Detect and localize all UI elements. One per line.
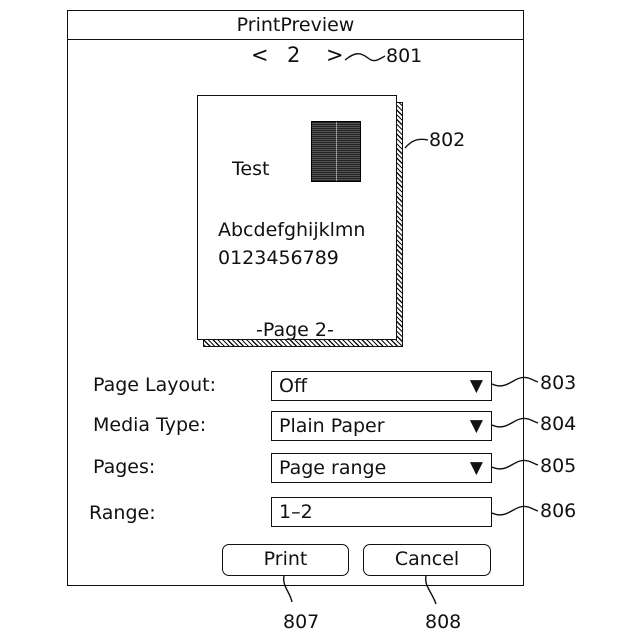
reference-numeral: 806: [540, 500, 576, 522]
preview-page-footer: -Page 2-: [256, 319, 334, 341]
page-layout-value: Off: [279, 375, 307, 397]
dropdown-arrow-icon: ▼: [470, 377, 483, 395]
reference-numeral: 801: [386, 45, 422, 67]
previous-page-button[interactable]: <: [251, 43, 269, 67]
page-layout-select[interactable]: Off ▼: [271, 371, 492, 401]
page-preview: Test Abcdefghijklmn 0123456789 -Page 2-: [197, 95, 397, 340]
window-title: PrintPreview: [68, 11, 523, 40]
media-type-label: Media Type:: [93, 414, 206, 436]
reference-numeral: 803: [540, 372, 576, 394]
dropdown-arrow-icon: ▼: [470, 459, 483, 477]
print-button[interactable]: Print: [222, 544, 349, 576]
reference-numeral: 802: [429, 129, 465, 151]
media-type-value: Plain Paper: [279, 415, 385, 437]
dropdown-arrow-icon: ▼: [470, 417, 483, 435]
preview-heading: Test: [232, 158, 269, 180]
range-value: 1–2: [279, 501, 313, 523]
pages-label: Pages:: [93, 456, 155, 478]
preview-image: [311, 121, 361, 182]
cancel-button[interactable]: Cancel: [363, 544, 491, 576]
next-page-button[interactable]: >: [326, 43, 344, 67]
media-type-select[interactable]: Plain Paper ▼: [271, 411, 492, 441]
range-label: Range:: [89, 502, 156, 524]
preview-text-line: Abcdefghijklmn: [218, 219, 365, 241]
page-number: 2: [287, 43, 300, 67]
reference-numeral: 804: [540, 413, 576, 435]
pages-select[interactable]: Page range ▼: [271, 453, 492, 483]
pages-value: Page range: [279, 457, 386, 479]
preview-number-line: 0123456789: [218, 247, 339, 269]
page-layout-label: Page Layout:: [93, 374, 216, 396]
range-input[interactable]: 1–2: [271, 497, 492, 527]
reference-numeral: 805: [540, 455, 576, 477]
reference-numeral: 808: [425, 611, 461, 633]
reference-numeral: 807: [283, 611, 319, 633]
print-preview-window: PrintPreview < 2 > Test Abcdefghijklmn 0…: [67, 10, 524, 586]
